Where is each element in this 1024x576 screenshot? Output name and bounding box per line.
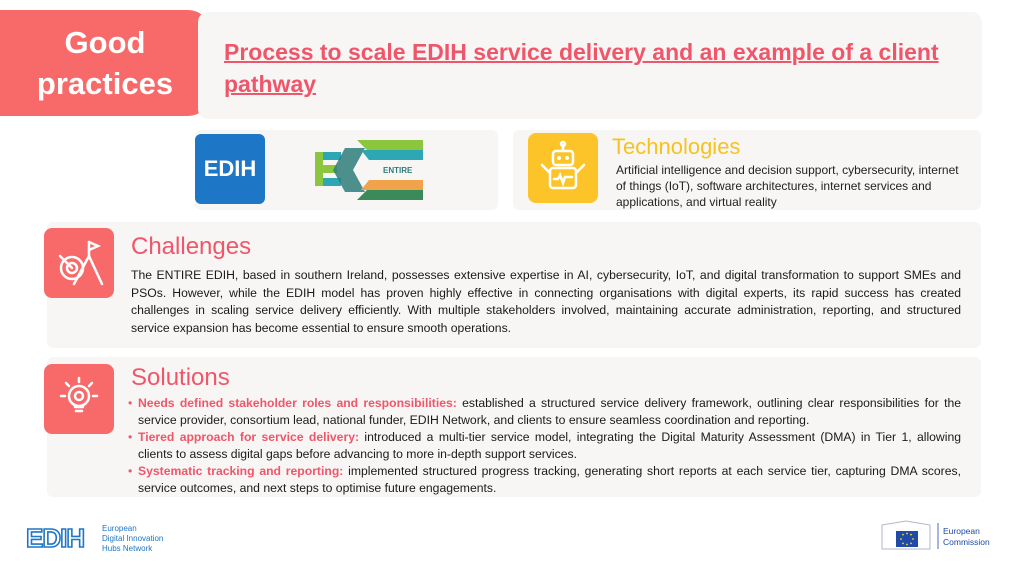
edih-network-logo: EDIH European Digital Innovation Hubs Ne… (26, 523, 163, 553)
solution-item: Needs defined stakeholder roles and resp… (126, 395, 961, 429)
solution-text: implemented structured progress tracking… (138, 464, 961, 495)
entire-logo: ENTIRE (315, 140, 423, 200)
target-flag-icon (44, 228, 114, 298)
entire-logo-text: ENTIRE (383, 166, 413, 175)
technologies-title: Technologies (612, 134, 741, 159)
solution-item: Systematic tracking and reporting: imple… (126, 463, 961, 497)
edih-network-logo-text: EDIH (26, 523, 84, 553)
solution-item: Tiered approach for service delivery: in… (126, 429, 961, 463)
lightbulb-icon (44, 364, 114, 434)
edih-logo: EDIH (195, 134, 265, 204)
solution-highlight: Systematic tracking and reporting: (138, 464, 344, 478)
badge-line-1: Good (64, 25, 146, 60)
robot-icon (528, 133, 598, 203)
solution-text: established a structured service deliver… (138, 396, 962, 427)
challenges-panel (47, 222, 981, 348)
solution-highlight: Tiered approach for service delivery: (138, 430, 360, 444)
ec-line-1: European (943, 526, 980, 536)
edih-network-line-3: Hubs Network (102, 544, 153, 553)
badge-line-2: practices (36, 66, 174, 101)
european-commission-logo: European Commission (881, 520, 990, 550)
edih-network-line-1: European (102, 524, 137, 533)
page-title[interactable]: Process to scale EDIH service delivery a… (224, 39, 939, 97)
edih-network-line-2: Digital Innovation (102, 534, 163, 543)
solution-text: introduced a multi-tier service model, i… (138, 430, 961, 461)
title-panel (198, 12, 982, 119)
challenges-title: Challenges (131, 233, 252, 260)
ec-line-2: Commission (943, 537, 990, 547)
good-practices-badge: Good practices (0, 10, 210, 116)
solution-highlight: Needs defined stakeholder roles and resp… (138, 396, 457, 410)
technologies-text: Artificial intelligence and decision sup… (616, 163, 959, 209)
solutions-list: Needs defined stakeholder roles and resp… (126, 395, 961, 497)
solutions-title: Solutions (131, 364, 230, 391)
challenges-text: The ENTIRE EDIH, based in southern Irela… (131, 268, 961, 335)
